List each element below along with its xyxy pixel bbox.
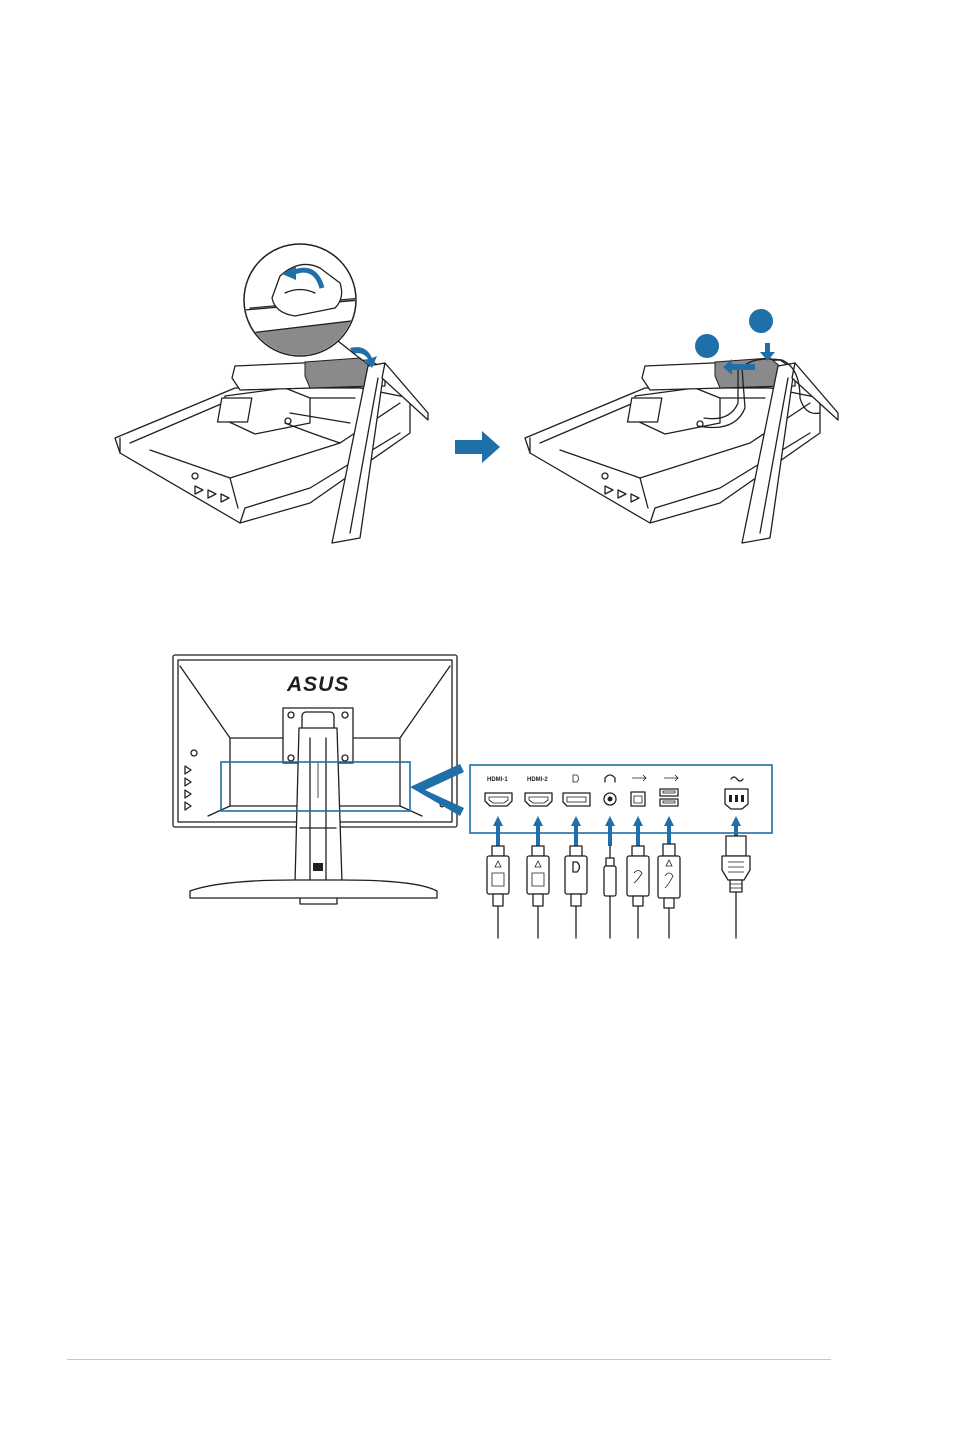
- displayport-cable: [565, 846, 587, 938]
- brand-logo: ASUS: [286, 673, 349, 696]
- cover-release-zoom-callout: [244, 244, 362, 368]
- monitor-rear-view: ASUS: [173, 655, 457, 904]
- step-badge-2: [749, 309, 773, 333]
- monitor-facedown-right: [525, 309, 838, 543]
- usb-a-cable: [658, 844, 680, 938]
- next-step-arrow-icon: [455, 431, 500, 463]
- power-cable: [722, 836, 750, 938]
- port-label-hdmi-1: HDMI-1: [487, 777, 508, 783]
- hdmi-cable-1: [487, 846, 509, 938]
- rear-connections-illustration: ASUS HDMI-1: [160, 648, 780, 940]
- port-label-hdmi-2: HDMI-2: [527, 777, 548, 783]
- io-panel: HDMI-1 HDMI-2: [470, 765, 772, 938]
- monitor-facedown-left: [115, 347, 428, 543]
- cable-cover-step-illustration: [110, 238, 850, 548]
- usb-b-cable: [627, 846, 649, 938]
- step-badge-1: [695, 334, 719, 358]
- hdmi-cable-2: [527, 846, 549, 938]
- audio-cable: [604, 846, 616, 938]
- footer-divider: [67, 1359, 831, 1360]
